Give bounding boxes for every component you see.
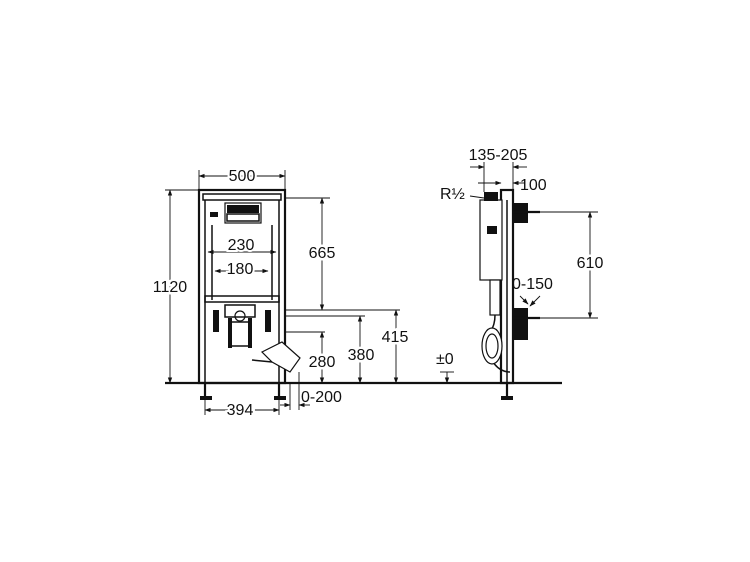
dim-610: 610 (577, 255, 604, 272)
dim-0-150: 0-150 (512, 276, 553, 293)
outlet-pipe (260, 341, 301, 373)
wall-bracket-bottom (514, 308, 528, 340)
dim-394: 394 (227, 402, 254, 419)
dim-280: 280 (309, 354, 336, 371)
dim-135-205: 135-205 (469, 147, 528, 164)
dim-230: 230 (228, 237, 255, 254)
dim-100: 100 (520, 177, 547, 194)
side-view (479, 188, 540, 400)
dim-500: 500 (229, 168, 256, 185)
front-view (197, 188, 301, 400)
dim-180: 180 (227, 261, 254, 278)
dim-665: 665 (309, 245, 336, 262)
dim-415: 415 (382, 329, 409, 346)
thread-label: R½ (440, 186, 465, 203)
dim-0-200: 0-200 (301, 389, 342, 406)
dim-1120: 1120 (153, 279, 188, 296)
drain-pipe (234, 310, 246, 322)
floor-level-label: ±0 (436, 351, 454, 368)
dim-380: 380 (348, 347, 375, 364)
